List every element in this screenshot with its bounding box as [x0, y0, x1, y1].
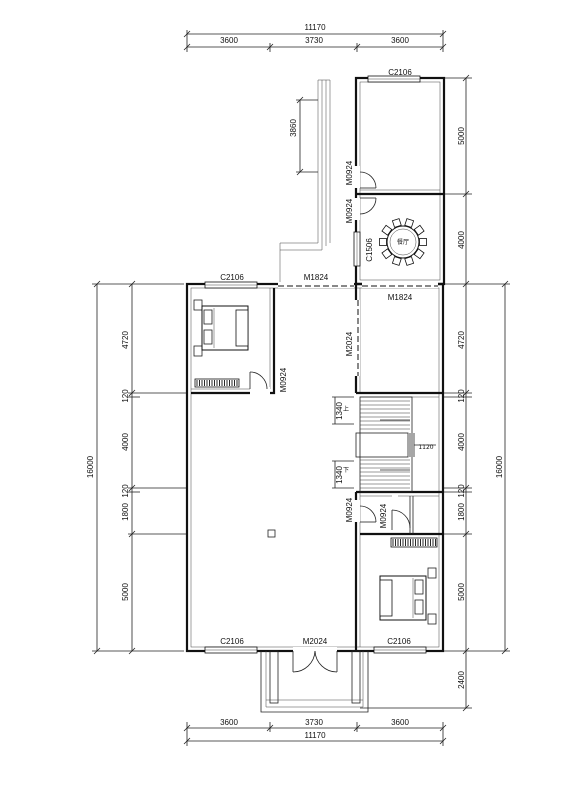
door-swing-hall-right: [354, 500, 377, 523]
right-dimension-3: 4720: [457, 331, 466, 349]
top-dimension-3: 3600: [391, 36, 409, 45]
window-label-side: C1506: [365, 238, 374, 262]
window-label-top: C2106: [388, 68, 412, 77]
left-total-dimension: 16000: [86, 455, 95, 478]
column-marker: [267, 529, 276, 538]
chair-icon: [413, 224, 425, 236]
left-dimension-5: 1800: [121, 503, 130, 521]
door-label-mid-room: M2024: [345, 331, 354, 356]
bed-icon-left: [193, 299, 249, 357]
chair-icon: [381, 248, 393, 260]
left-dimension-chain: 16000 4720 120 4000 120 1800 5000: [86, 280, 186, 655]
right-dimension-7: 1800: [457, 503, 466, 521]
stair-up-label: 上: [343, 405, 349, 413]
left-dimension-3: 4000: [121, 433, 130, 451]
bottom-dimension-3: 3600: [391, 718, 409, 727]
opening-label-left: M1824: [304, 273, 329, 282]
porch: [260, 650, 369, 713]
chair-icon: [391, 218, 402, 228]
bottom-total-dimension: 11170: [304, 731, 326, 740]
stair-lower-dimension: 1340: [335, 466, 344, 484]
door-swing-bedroom-left: [249, 371, 270, 395]
corridor-width-dimension: 3860: [289, 119, 298, 137]
stair-dimensions: 1340 1340 1120: [332, 396, 434, 489]
window-label-bottom-right: C2106: [387, 637, 411, 646]
left-dimension-6: 5000: [121, 583, 130, 601]
chair-icon: [419, 238, 427, 246]
window-label-upper-left: C2106: [220, 273, 244, 282]
stair-landing-dimension: 1120: [418, 444, 433, 451]
door-swing-bedroom-right: [391, 494, 411, 530]
bottom-dimension-1: 3600: [220, 718, 238, 727]
right-dimension-6: 120: [457, 484, 466, 498]
bed-icon-right: [379, 567, 437, 625]
right-dimension-chain: 5000 4000 4720 120 4000 120 1800 5000 24…: [360, 74, 510, 712]
chair-icon: [391, 256, 402, 266]
door-label-hall-right: M0924: [345, 497, 354, 522]
chair-icon: [404, 218, 415, 228]
wardrobe-left: [194, 378, 240, 388]
right-dimension-4: 120: [457, 389, 466, 403]
bottom-dimension-chain: 3600 3730 3600 11170: [183, 718, 447, 746]
entrance-door: [292, 647, 338, 673]
staircase: [355, 396, 436, 493]
door-label-bedroom-left: M0924: [279, 367, 288, 392]
left-dimension-4: 120: [121, 484, 130, 498]
door-label-top-room: M0924: [345, 160, 354, 185]
door-label-dining: M0924: [345, 198, 354, 223]
top-dimension-2: 3730: [305, 36, 323, 45]
right-dimension-8: 5000: [457, 583, 466, 601]
door-swing-top-room: [354, 166, 377, 189]
windows-main: [204, 281, 427, 654]
opening-label-right: M1824: [388, 293, 413, 302]
stair-down-label: 下: [343, 467, 349, 474]
stair-upper-dimension: 1340: [335, 402, 344, 420]
right-total-dimension: 16000: [495, 455, 504, 478]
dining-room-label: 餐厅: [397, 238, 409, 246]
wardrobe-right: [390, 537, 438, 548]
chair-icon: [404, 256, 415, 266]
bottom-dimension-2: 3730: [305, 718, 323, 727]
top-dimension-1: 3600: [220, 36, 238, 45]
right-dimension-9: 2400: [457, 671, 466, 689]
top-dimension-chain: 11170 3600 3730 3600: [183, 23, 447, 52]
door-label-entrance: M2024: [303, 637, 328, 646]
chair-icon: [413, 248, 425, 260]
right-dimension-5: 4000: [457, 433, 466, 451]
top-total-dimension: 11170: [304, 23, 326, 32]
right-dimension-2: 4000: [457, 231, 466, 249]
chair-icon: [381, 224, 393, 236]
left-dimension-1: 4720: [121, 331, 130, 349]
opening-m1824: [278, 282, 438, 376]
left-dimension-2: 120: [121, 389, 130, 403]
corridor-outline: 3860: [279, 79, 331, 284]
window-label-bottom-left: C2106: [220, 637, 244, 646]
dining-table-icon: 餐厅: [379, 218, 427, 266]
right-dimension-1: 5000: [457, 127, 466, 145]
chair-icon: [379, 238, 387, 246]
door-label-bedroom-right: M0924: [379, 503, 388, 528]
door-swing-dining: [354, 197, 377, 220]
